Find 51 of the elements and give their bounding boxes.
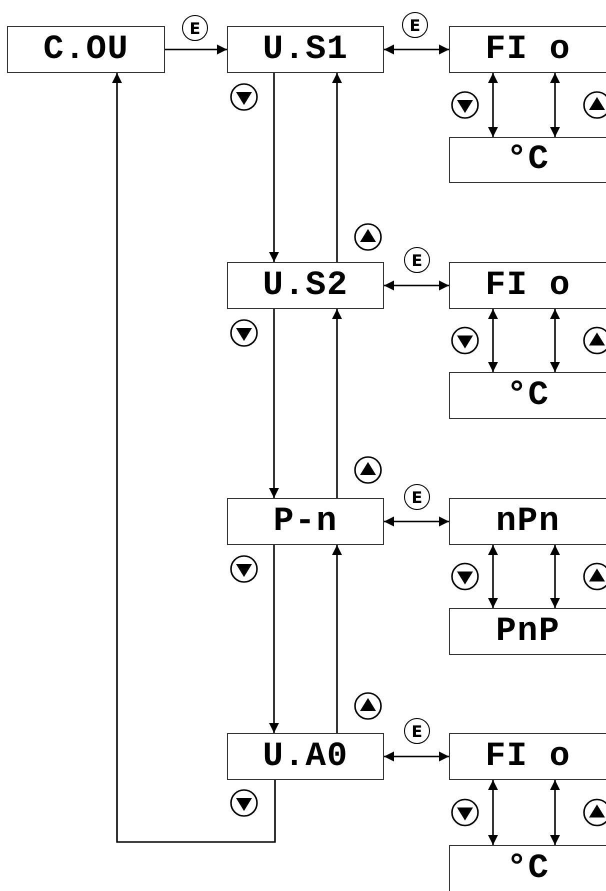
arrow: [269, 73, 279, 262]
key-label: E: [404, 484, 430, 510]
arrow: [384, 516, 449, 526]
display-reading: °C: [506, 141, 550, 179]
arrow: [384, 44, 449, 54]
arrow: [550, 309, 560, 372]
display-box: [227, 498, 384, 545]
arrow: [332, 73, 342, 262]
display-box: [449, 608, 606, 655]
display-reading: U.A0: [262, 738, 348, 776]
display-reading: °C: [506, 850, 550, 888]
display-box: [449, 733, 606, 780]
key-label: E: [404, 718, 430, 744]
display-reading: U.S1: [262, 30, 348, 68]
display-box: [227, 26, 384, 73]
display-reading: nPn: [496, 502, 560, 540]
arrow: [269, 309, 279, 498]
arrow: [488, 780, 498, 845]
display-box: [449, 372, 606, 419]
display-box: [449, 26, 606, 73]
arrow: [550, 545, 560, 608]
arrow: [384, 752, 449, 762]
display-box: [449, 845, 606, 891]
display-box: [449, 498, 606, 545]
display-reading: PnP: [496, 612, 560, 650]
key-label: E: [404, 247, 430, 273]
display-reading: FI o: [485, 266, 571, 304]
arrow: [488, 309, 498, 372]
arrow: [332, 309, 342, 498]
arrow: [332, 545, 342, 733]
display-reading: U.S2: [262, 266, 348, 304]
display-box: [449, 262, 606, 309]
display-box: [449, 137, 606, 183]
key-label: E: [402, 12, 428, 38]
arrow: [165, 44, 227, 54]
display-box: [7, 26, 165, 73]
arrow: [488, 545, 498, 608]
arrow: [112, 73, 276, 843]
arrow: [384, 280, 449, 290]
display-reading: C.OU: [43, 30, 129, 68]
display-box: [227, 733, 384, 780]
arrow: [550, 780, 560, 845]
display-reading: °C: [506, 376, 550, 414]
arrow: [269, 545, 279, 733]
arrow: [488, 73, 498, 137]
arrow: [550, 73, 560, 137]
display-reading: FI o: [485, 30, 571, 68]
key-label: E: [182, 15, 208, 41]
display-reading: P-n: [273, 502, 338, 540]
display-box: [227, 262, 384, 309]
display-reading: FI o: [485, 738, 571, 776]
